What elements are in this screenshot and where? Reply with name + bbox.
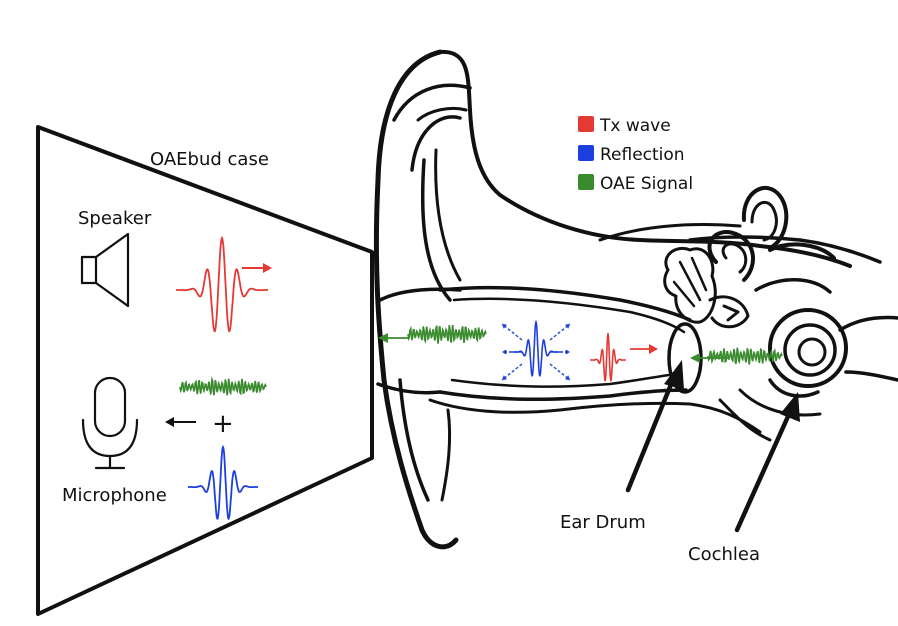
canal-oae-wave — [407, 324, 487, 344]
canal-oae-arrow — [378, 333, 410, 343]
scatter-arrowhead-2 — [502, 375, 507, 380]
case-outline — [36, 125, 374, 616]
legend-label-reflection: Reflection — [600, 145, 685, 165]
scatter-arrowhead-4 — [502, 349, 507, 355]
case-tx-arrow — [242, 263, 272, 273]
scatter-arrowhead-3 — [565, 375, 570, 380]
legend-item-tx: Tx wave — [578, 116, 671, 136]
legend-swatch-reflection — [578, 145, 594, 161]
microphone-icon — [81, 376, 139, 470]
plus-sign: + — [212, 409, 234, 439]
case-reflection-wave — [188, 444, 258, 520]
scatter-arrowhead-5 — [565, 349, 570, 355]
cochlea-oae-arrow — [690, 353, 730, 363]
speaker-icon — [80, 232, 130, 308]
reflection-scatter-arrows — [501, 323, 571, 381]
reflection-burst — [501, 319, 571, 381]
canal-tx-wave — [590, 332, 626, 382]
cochlea-oae-wave — [707, 347, 783, 365]
legend-label-tx: Tx wave — [599, 116, 671, 136]
scatter-arrowhead-1 — [565, 324, 570, 329]
scatter-arrowhead-0 — [502, 324, 507, 329]
pinna-outline — [373, 49, 459, 550]
microphone-label: Microphone — [62, 485, 167, 506]
legend-swatch-oae — [578, 174, 594, 190]
canal-reflection-wave — [512, 319, 560, 377]
ear-drum-pointer — [625, 360, 684, 493]
legend-item-oae: OAE Signal — [578, 174, 693, 194]
cochlea-pointer — [734, 392, 800, 533]
legend-item-reflection: Reflection — [578, 145, 685, 165]
speaker-label: Speaker — [78, 208, 152, 229]
cochlea — [768, 308, 848, 388]
legend-label-oae: OAE Signal — [600, 174, 693, 194]
case-oae-wave — [179, 376, 267, 396]
ear-drum-label: Ear Drum — [560, 512, 646, 533]
cochlea-label: Cochlea — [688, 544, 760, 565]
case-title: OAEbud case — [150, 149, 269, 170]
ear-canal-lower — [438, 388, 688, 402]
to-microphone-arrow — [165, 417, 196, 427]
oaebud-case: OAEbud case Speaker + — [36, 125, 374, 616]
case-tx-wave — [176, 235, 268, 333]
ossicles — [663, 247, 717, 324]
legend-swatch-tx — [578, 116, 594, 132]
legend: Tx wave Reflection OAE Signal — [578, 116, 693, 194]
canal-tx-arrow — [630, 344, 658, 354]
semicircular-canals — [741, 186, 789, 250]
ear-canal-upper — [438, 285, 692, 322]
ear-anatomy — [373, 49, 898, 550]
